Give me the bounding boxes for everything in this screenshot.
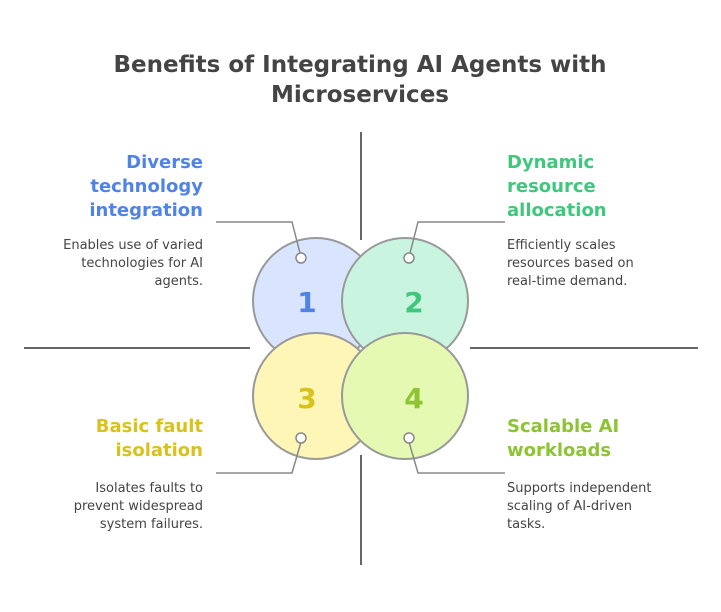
benefit-2-heading-line-1: Dynamic (507, 152, 595, 173)
circle-number-1: 1 (297, 286, 316, 319)
benefit-1-heading-line-3: integration (89, 200, 203, 221)
benefit-4-description-line-2: scaling of AI-driven (507, 499, 632, 514)
connector-4 (408, 441, 505, 474)
benefit-1-heading-line-2: technology (90, 176, 203, 197)
benefit-3-description-line-2: prevent widespread (73, 499, 203, 514)
connector-dot-2 (403, 252, 415, 264)
benefit-2-description-line-1: Efficiently scales (507, 238, 616, 253)
connector-1 (216, 221, 302, 258)
circle-number-3: 3 (297, 382, 316, 415)
benefit-4-heading: Scalable AI workloads (507, 415, 619, 463)
benefit-4-heading-line-1: Scalable AI (507, 416, 620, 437)
benefit-1-description: Enables use of varied technologies for A… (63, 237, 203, 291)
benefit-1-description-line-2: technologies for AI (81, 256, 203, 271)
benefit-1-heading-line-1: Diverse (126, 152, 203, 173)
connector-2 (408, 221, 505, 258)
circle-number-4: 4 (404, 382, 423, 415)
connector-dot-3 (295, 432, 307, 444)
benefit-2-heading: Dynamic resource allocation (507, 151, 607, 223)
benefit-4-heading-line-2: workloads (507, 440, 612, 461)
benefit-2-description-line-2: resources based on (507, 256, 634, 271)
benefit-3-heading-line-2: isolation (115, 440, 203, 461)
page-title: Benefits of Integrating AI Agents with M… (60, 50, 660, 110)
benefit-3-heading-line-1: Basic fault (95, 416, 203, 437)
connector-dot-4 (403, 432, 415, 444)
circle-number-2: 2 (404, 286, 423, 319)
benefit-2-description-line-3: real-time demand. (507, 274, 628, 289)
benefit-1-description-line-3: agents. (154, 274, 203, 289)
benefit-2-heading-line-2: resource (507, 176, 596, 197)
benefit-4-description-line-3: tasks. (507, 517, 546, 532)
benefit-2-heading-line-3: allocation (507, 200, 607, 221)
benefit-3-description-line-1: Isolates faults to (95, 481, 203, 496)
title-line-2: Microservices (271, 82, 449, 108)
benefit-4-description-line-1: Supports independent (507, 481, 652, 496)
title-line-1: Benefits of Integrating AI Agents with (113, 52, 607, 78)
benefit-1-heading: Diverse technology integration (89, 151, 203, 223)
connector-dot-1 (295, 252, 307, 264)
benefit-3-heading: Basic fault isolation (96, 415, 203, 463)
circle-4 (341, 332, 469, 460)
benefit-4-description: Supports independent scaling of AI-drive… (507, 480, 651, 534)
connector-3 (216, 441, 302, 474)
benefit-2-description: Efficiently scales resources based on re… (507, 237, 634, 291)
benefit-1-description-line-1: Enables use of varied (63, 238, 203, 253)
benefit-3-description-line-3: system failures. (99, 517, 203, 532)
benefit-3-description: Isolates faults to prevent widespread sy… (74, 480, 203, 534)
